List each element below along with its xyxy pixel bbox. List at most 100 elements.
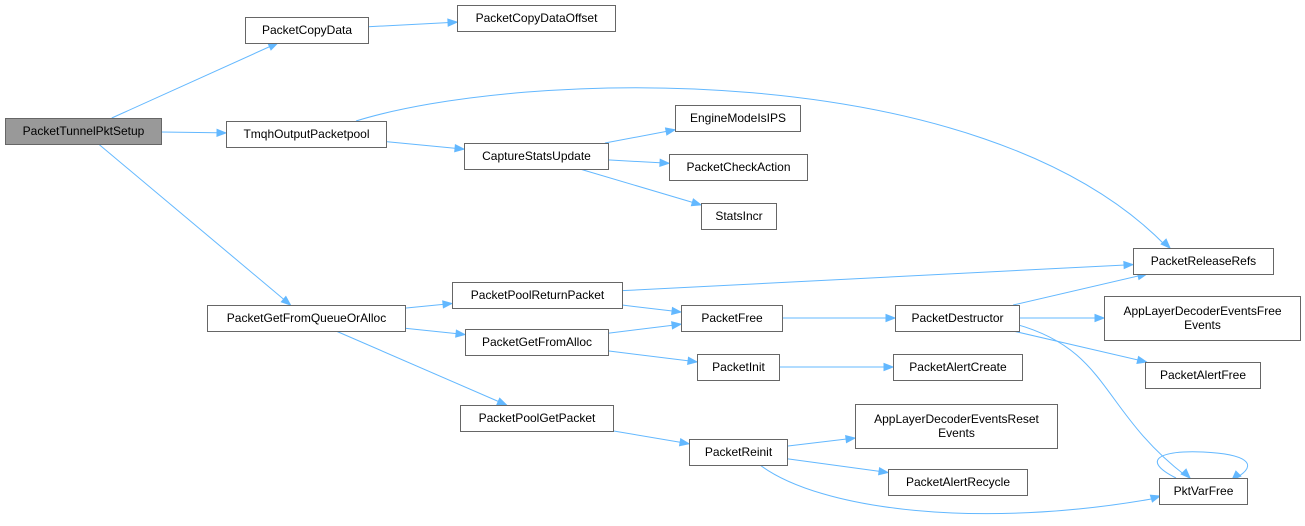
node-label: StatsIncr [715, 209, 762, 223]
node-CaptureStatsUpdate[interactable]: CaptureStatsUpdate [464, 143, 609, 170]
node-label: PktVarFree [1174, 484, 1234, 498]
node-PacketAlertCreate[interactable]: PacketAlertCreate [893, 354, 1023, 381]
edge-line [604, 129, 676, 144]
node-label: PacketAlertFree [1160, 368, 1246, 382]
node-label: AppLayerDecoderEventsReset [874, 412, 1039, 426]
node-box [895, 305, 1020, 332]
node-PacketAlertRecycle[interactable]: PacketAlertRecycle [888, 469, 1028, 496]
node-PacketGetFromQueueOrAlloc[interactable]: PacketGetFromQueueOrAlloc [207, 305, 406, 332]
node-label: PacketAlertCreate [909, 360, 1007, 374]
edge-line [385, 141, 465, 150]
arrowhead-icon [1136, 355, 1148, 364]
node-label: PacketGetFromQueueOrAlloc [227, 311, 386, 325]
arrowhead-icon [1123, 260, 1135, 270]
node-PacketTunnelPktSetup[interactable]: PacketTunnelPktSetup [5, 118, 162, 145]
node-box [1104, 296, 1301, 341]
node-label: Events [938, 426, 975, 440]
edge-PacketReinit-to-PktVarFree [759, 464, 1162, 515]
node-label: PacketReleaseRefs [1151, 254, 1256, 268]
arrowhead-icon [267, 42, 279, 51]
edge-line [98, 143, 291, 306]
edge-line [607, 323, 682, 334]
edge-PacketGetFromQueueOrAlloc-to-PacketPoolGetPacket [335, 330, 508, 406]
arrowhead-icon [671, 306, 683, 316]
node-label: PacketCopyDataOffset [476, 11, 599, 25]
node-box [893, 354, 1023, 381]
arrowhead-icon [678, 437, 691, 447]
edge-line [612, 430, 690, 445]
node-box [675, 105, 801, 132]
node-PacketCopyData[interactable]: PacketCopyData [245, 17, 369, 44]
node-StatsIncr[interactable]: StatsIncr [701, 203, 777, 230]
edge-line [1014, 323, 1187, 477]
node-label: PacketCheckAction [686, 160, 790, 174]
edge-line [786, 437, 856, 447]
node-PacketPoolGetPacket[interactable]: PacketPoolGetPacket [460, 405, 614, 432]
node-PacketCheckAction[interactable]: PacketCheckAction [669, 154, 808, 181]
edge-TmqhOutputPacketpool-to-PacketReleaseRefs [355, 87, 1171, 249]
edge-CaptureStatsUpdate-to-PacketCheckAction [607, 158, 671, 167]
edge-PacketGetFromAlloc-to-PacketInit [607, 350, 699, 365]
node-box [1145, 362, 1261, 389]
edge-line [335, 330, 507, 406]
edge-PacketReinit-to-AppLayerDecoderEventsResetEvents [786, 434, 857, 447]
arrowhead-icon [1149, 494, 1162, 503]
node-PacketPoolReturnPacket[interactable]: PacketPoolReturnPacket [452, 282, 623, 309]
node-label: EngineModeIsIPS [690, 111, 786, 125]
node-PacketReinit[interactable]: PacketReinit [689, 439, 788, 466]
arrowhead-icon [878, 467, 890, 476]
arrowhead-icon [496, 397, 508, 406]
edge-line [759, 464, 1158, 515]
call-edges [98, 18, 1249, 515]
node-PacketFree[interactable]: PacketFree [681, 305, 783, 332]
node-PacketReleaseRefs[interactable]: PacketReleaseRefs [1133, 248, 1274, 275]
edge-PacketPoolGetPacket-to-PacketReinit [612, 430, 691, 447]
node-box [5, 118, 162, 145]
edge-line [367, 21, 458, 28]
arrowhead-icon [690, 198, 703, 207]
arrowhead-icon [664, 127, 677, 136]
edge-PacketDestructor-to-PacketAlertFree [1012, 330, 1148, 364]
node-box [1133, 248, 1274, 275]
node-PktVarFree[interactable]: PktVarFree [1159, 478, 1248, 505]
node-label: PacketCopyData [262, 23, 352, 37]
node-PacketAlertFree[interactable]: PacketAlertFree [1145, 362, 1261, 389]
arrowhead-icon [1180, 468, 1191, 479]
edge-line [607, 350, 698, 363]
node-label: PacketTunnelPktSetup [23, 124, 145, 138]
node-box [701, 203, 777, 230]
edge-line [786, 458, 889, 473]
edge-line [111, 42, 278, 119]
node-box [681, 305, 783, 332]
arrowhead-icon [687, 356, 699, 365]
node-box [460, 405, 614, 432]
node-label: PacketFree [701, 311, 763, 325]
edge-line [404, 327, 466, 336]
node-label: PacketDestructor [911, 311, 1003, 325]
node-box [1159, 478, 1248, 505]
node-EngineModeIsIPS[interactable]: EngineModeIsIPS [675, 105, 801, 132]
function-nodes: PacketTunnelPktSetupPacketCopyDataPacket… [5, 5, 1301, 505]
arrowhead-icon [447, 18, 459, 27]
node-TmqhOutputPacketpool[interactable]: TmqhOutputPacketpool [226, 121, 387, 148]
arrowhead-icon [1160, 238, 1171, 249]
node-box [452, 282, 623, 309]
edge-line [1012, 330, 1147, 363]
node-PacketCopyDataOffset[interactable]: PacketCopyDataOffset [457, 5, 616, 32]
node-PacketInit[interactable]: PacketInit [697, 354, 780, 381]
node-box [669, 154, 808, 181]
edge-line [621, 304, 682, 313]
edge-line [607, 159, 670, 164]
edge-TmqhOutputPacketpool-to-CaptureStatsUpdate [385, 141, 466, 153]
node-label: AppLayerDecoderEventsFree [1123, 304, 1281, 318]
edge-PktVarFree-to-PktVarFree [1156, 451, 1249, 481]
node-PacketDestructor[interactable]: PacketDestructor [895, 305, 1020, 332]
node-PacketGetFromAlloc[interactable]: PacketGetFromAlloc [465, 329, 609, 356]
edge-line [355, 87, 1167, 247]
edge-PacketTunnelPktSetup-to-TmqhOutputPacketpool [160, 128, 228, 138]
node-box [465, 329, 609, 356]
arrowhead-icon [885, 313, 897, 323]
edge-PacketDestructor-to-AppLayerDecoderEventsFreeEvents [1019, 313, 1106, 323]
